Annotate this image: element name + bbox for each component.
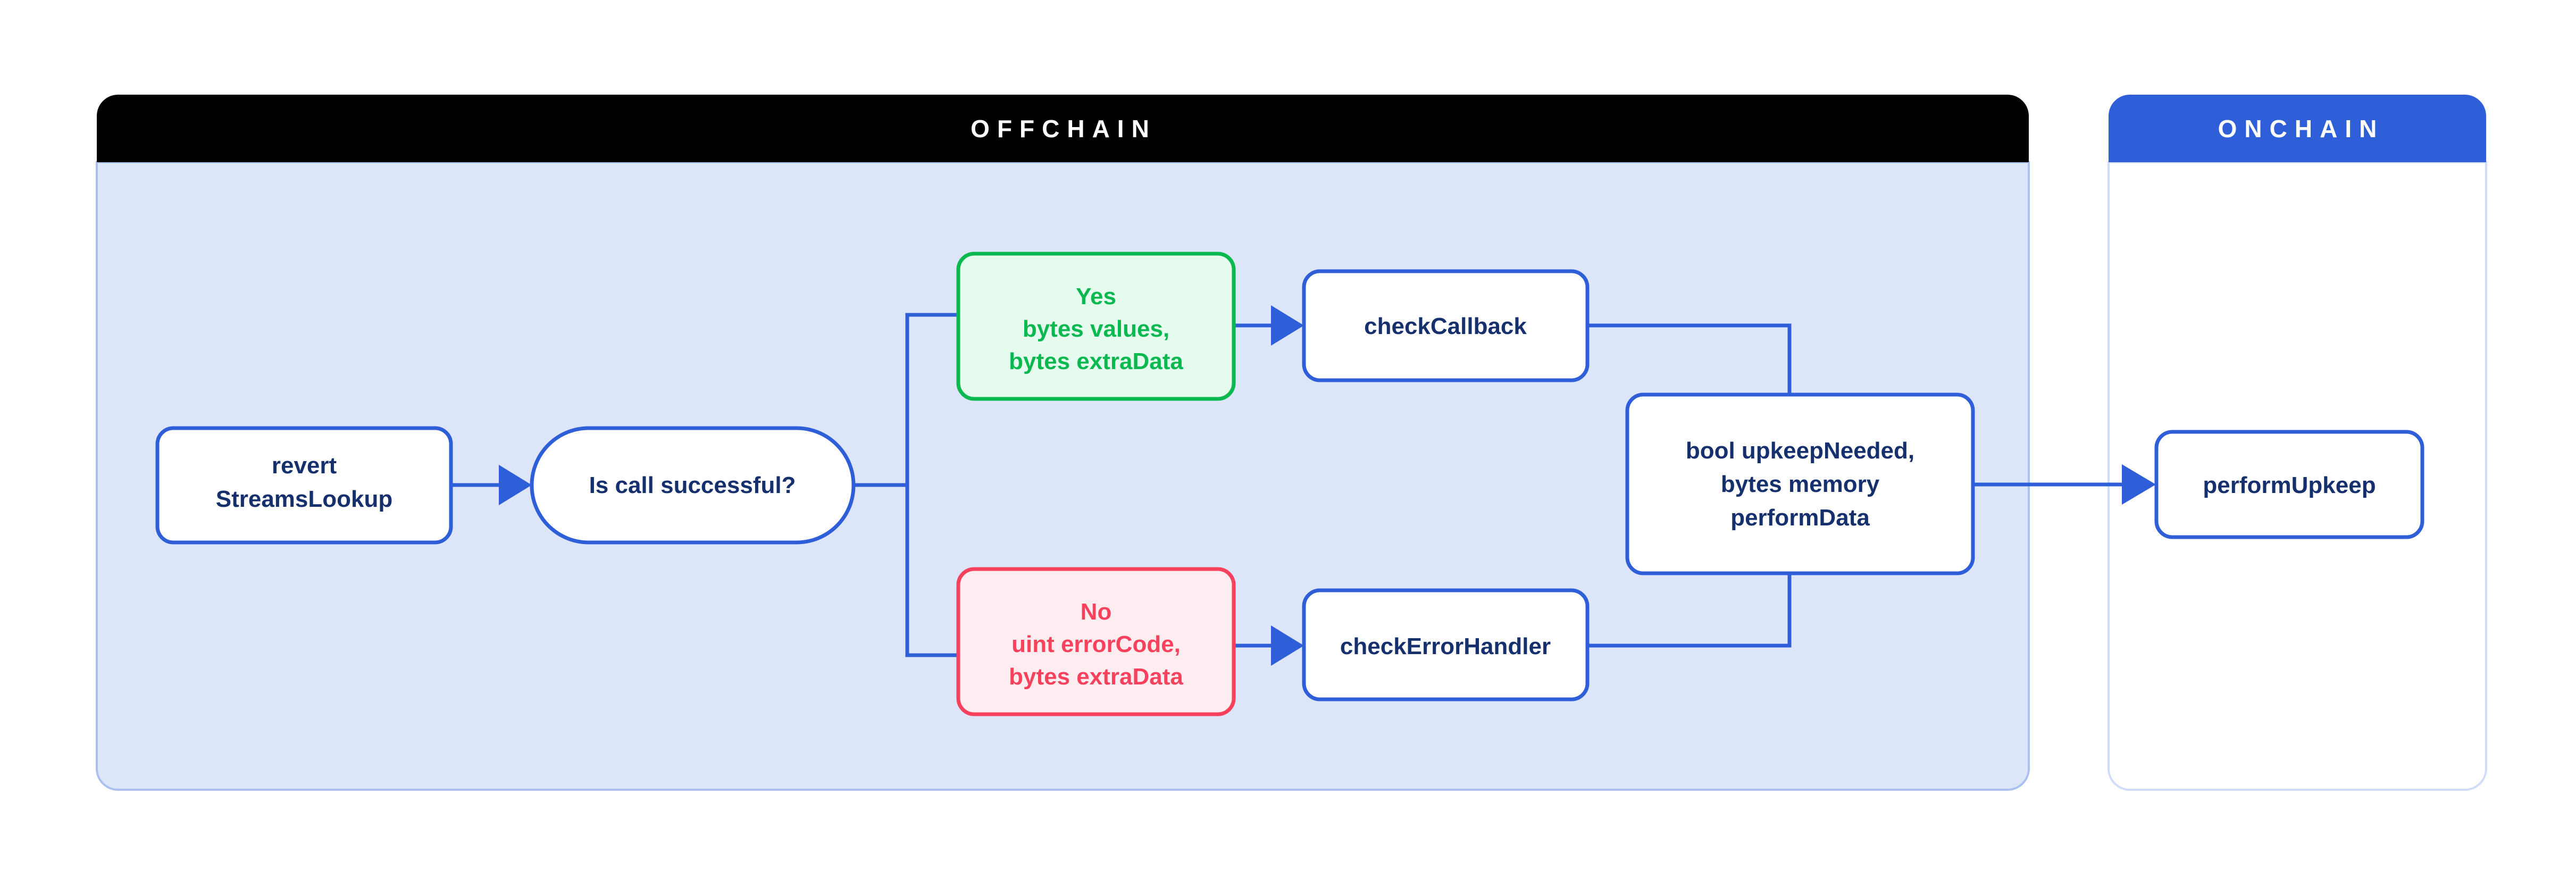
node-checkcallback-box[interactable]	[1302, 269, 1590, 382]
node-upkeep-result[interactable]: bool upkeepNeeded, bytes memory performD…	[1625, 392, 1975, 575]
node-no-error-line-2: uint errorCode,	[1011, 631, 1181, 657]
node-checkerrorhandler-box[interactable]	[1302, 588, 1590, 701]
node-yes-success[interactable]: Yes bytes values, bytes extraData	[956, 252, 1236, 401]
node-performupkeep-label: performUpkeep	[2203, 472, 2376, 498]
edge-checkcallback-to-upkeepresult	[1587, 323, 1792, 396]
edge-yes-to-checkcallback-arrowhead	[1271, 305, 1304, 346]
node-yes-success-line-2: bytes values,	[1023, 316, 1169, 342]
node-yes-success-box[interactable]	[956, 252, 1236, 401]
node-upkeep-result-line-2: bytes memory	[1721, 471, 1880, 497]
onchain-panel-header	[2109, 95, 2486, 162]
node-upkeep-result-box[interactable]	[1625, 392, 1975, 575]
node-checkerrorhandler-label: checkErrorHandler	[1340, 633, 1551, 659]
edge-fork-to-yes	[905, 313, 958, 485]
edge-fork-to-no	[905, 485, 958, 657]
node-no-error-line-1: No	[1081, 599, 1112, 625]
edge-upkeepresult-to-performupkeep-arrowhead	[2122, 464, 2156, 505]
node-revert-streamslookup[interactable]: revert StreamsLookup	[155, 426, 453, 545]
offchain-panel-header	[97, 95, 2029, 162]
edge-revert-to-decision-arrowhead	[499, 465, 532, 505]
node-upkeep-result-line-3: performData	[1730, 505, 1870, 531]
node-no-error-line-3: bytes extraData	[1009, 664, 1183, 690]
edge-no-to-checkerrorhandler-arrowhead	[1271, 625, 1304, 666]
offchain-panel-title: OFFCHAIN	[971, 115, 1157, 143]
edge-checkerrorhandler-to-upkeepresult	[1587, 573, 1792, 648]
node-yes-success-line-1: Yes	[1076, 283, 1116, 310]
node-revert-streamslookup-box[interactable]	[155, 426, 453, 545]
node-yes-success-line-3: bytes extraData	[1009, 348, 1183, 374]
onchain-panel-title: ONCHAIN	[2218, 115, 2385, 143]
node-is-call-successful-box[interactable]	[530, 426, 856, 545]
node-performupkeep[interactable]: performUpkeep	[2154, 430, 2424, 539]
node-checkcallback-label: checkCallback	[1364, 313, 1527, 339]
node-is-call-successful[interactable]: Is call successful?	[530, 426, 856, 545]
node-upkeep-result-line-1: bool upkeepNeeded,	[1686, 438, 1914, 464]
node-no-error-box[interactable]	[956, 567, 1236, 716]
node-revert-streamslookup-line-2: StreamsLookup	[216, 486, 393, 512]
node-no-error[interactable]: No uint errorCode, bytes extraData	[956, 567, 1236, 716]
node-is-call-successful-label: Is call successful?	[589, 472, 796, 498]
node-revert-streamslookup-line-1: revert	[272, 453, 337, 479]
connectors	[451, 305, 2156, 666]
node-checkerrorhandler[interactable]: checkErrorHandler	[1302, 588, 1590, 701]
node-checkcallback[interactable]: checkCallback	[1302, 269, 1590, 382]
node-performupkeep-box[interactable]	[2154, 430, 2424, 539]
